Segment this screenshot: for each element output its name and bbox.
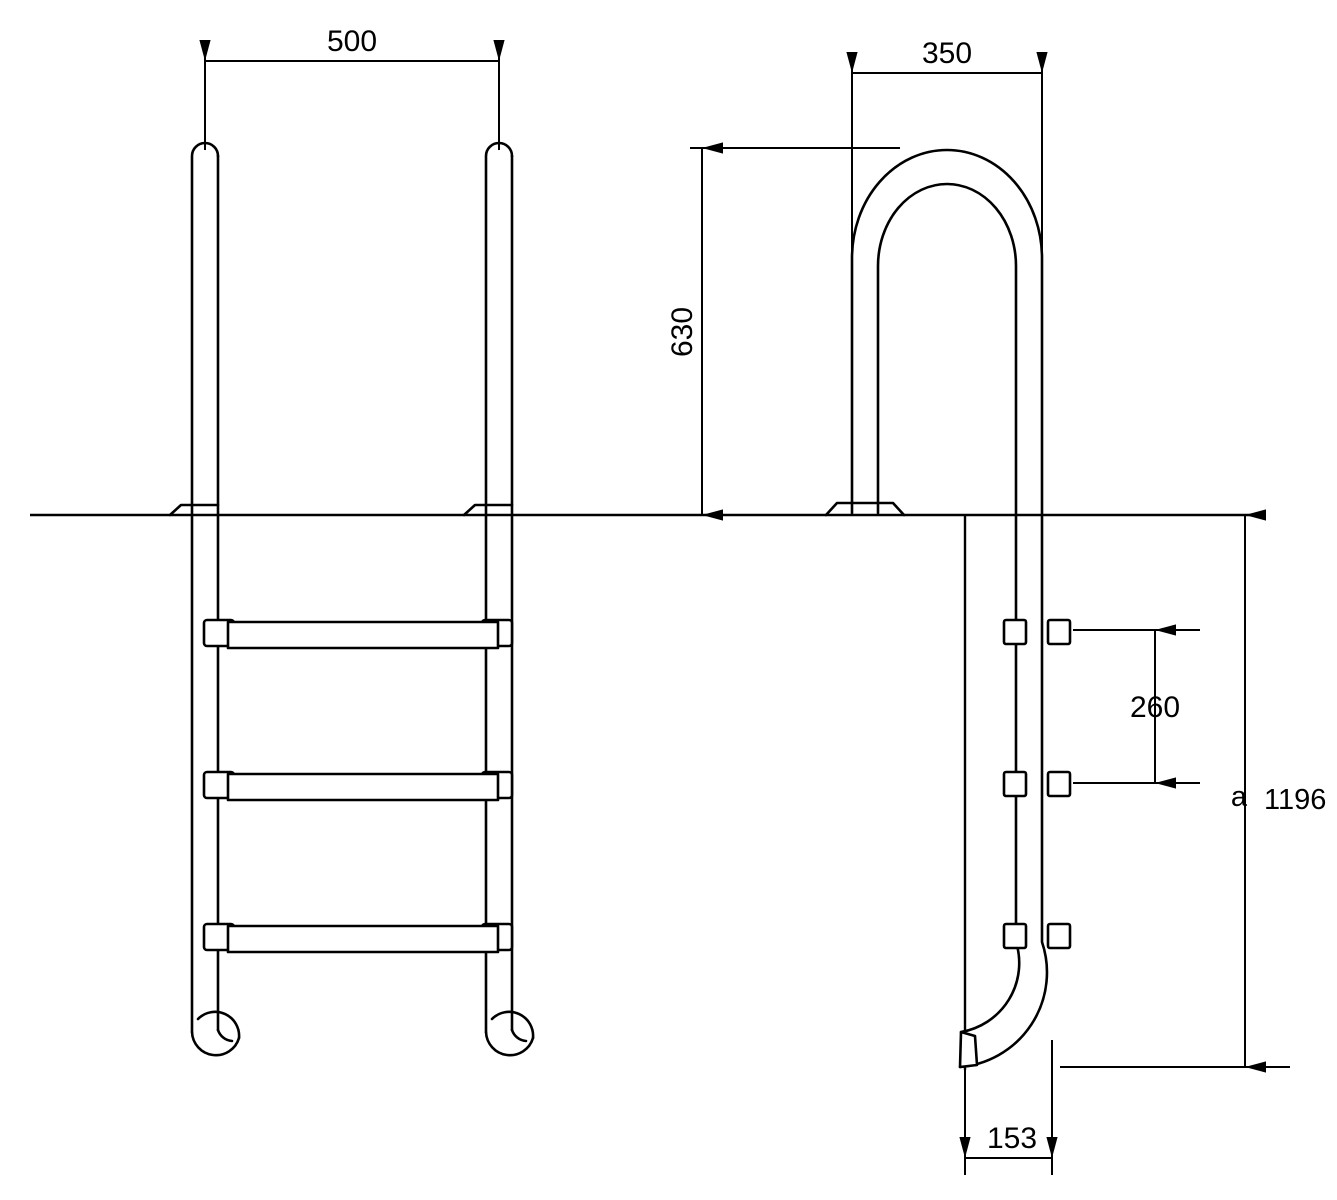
side-step-bracket-1-inner — [1002, 618, 1028, 646]
front-right-rail-outer-wall — [484, 141, 514, 1034]
dimension-a-value: 1196 — [1264, 784, 1326, 816]
front-right-rail-bottom-hook-inner — [510, 1028, 528, 1043]
front-step-2-tread — [226, 772, 500, 802]
side-lower-stringer-inner — [959, 513, 1021, 1034]
dimension-153: 153 — [959, 1040, 1058, 1175]
dimension-a-1196: a 1196 — [1060, 509, 1326, 1073]
front-step-1 — [202, 618, 514, 650]
dimension-350-text: 350 — [922, 37, 972, 70]
side-view-ladder — [824, 148, 1072, 1070]
side-handrail-outer-profile — [850, 148, 1044, 517]
front-right-rail-bottom-cap — [490, 1010, 535, 1040]
front-left-rail — [168, 141, 241, 1057]
front-right-rail-deck-flange — [462, 503, 514, 517]
dimension-a-symbol: a — [1231, 781, 1248, 813]
side-step-bracket-3-inner — [1002, 922, 1028, 950]
side-step-bracket-2-outer — [1046, 770, 1072, 798]
dimension-500-text: 500 — [327, 25, 377, 58]
front-left-rail-bottom-hook-inner — [216, 1028, 234, 1043]
front-left-rail-bottom-cap — [196, 1010, 241, 1040]
front-view-ladder — [168, 141, 535, 1057]
front-left-rail-outer-wall — [190, 141, 220, 1034]
side-lower-end-cap — [958, 1030, 979, 1069]
front-step-2 — [202, 770, 514, 802]
dimension-153-text: 153 — [987, 1122, 1037, 1155]
front-step-3-tread — [226, 924, 500, 954]
side-step-bracket-1 — [1002, 618, 1072, 646]
dimension-630-text: 630 — [666, 307, 699, 357]
side-step-bracket-3 — [1002, 922, 1072, 950]
dimension-260-text: 260 — [1130, 691, 1180, 724]
dimension-260: 260 — [1073, 624, 1200, 789]
front-step-3 — [202, 922, 514, 954]
side-lower-stringer-outer — [958, 513, 1049, 1069]
side-step-bracket-1-outer — [1046, 618, 1072, 646]
side-step-bracket-2 — [1002, 770, 1072, 798]
front-left-rail-bottom-hook — [190, 1030, 241, 1057]
dimension-630: 630 — [666, 142, 900, 521]
front-left-rail-deck-flange — [168, 503, 220, 517]
dimension-500: 500 — [199, 25, 505, 150]
side-deck-base-flange — [824, 501, 906, 517]
dimension-350: 350 — [846, 37, 1048, 515]
side-handrail-inner-profile — [876, 182, 1018, 517]
front-right-rail-bottom-hook — [484, 1030, 535, 1057]
front-step-1-tread — [226, 620, 500, 650]
front-right-rail — [462, 141, 535, 1057]
side-step-bracket-3-outer — [1046, 922, 1072, 950]
side-step-bracket-2-inner — [1002, 770, 1028, 798]
